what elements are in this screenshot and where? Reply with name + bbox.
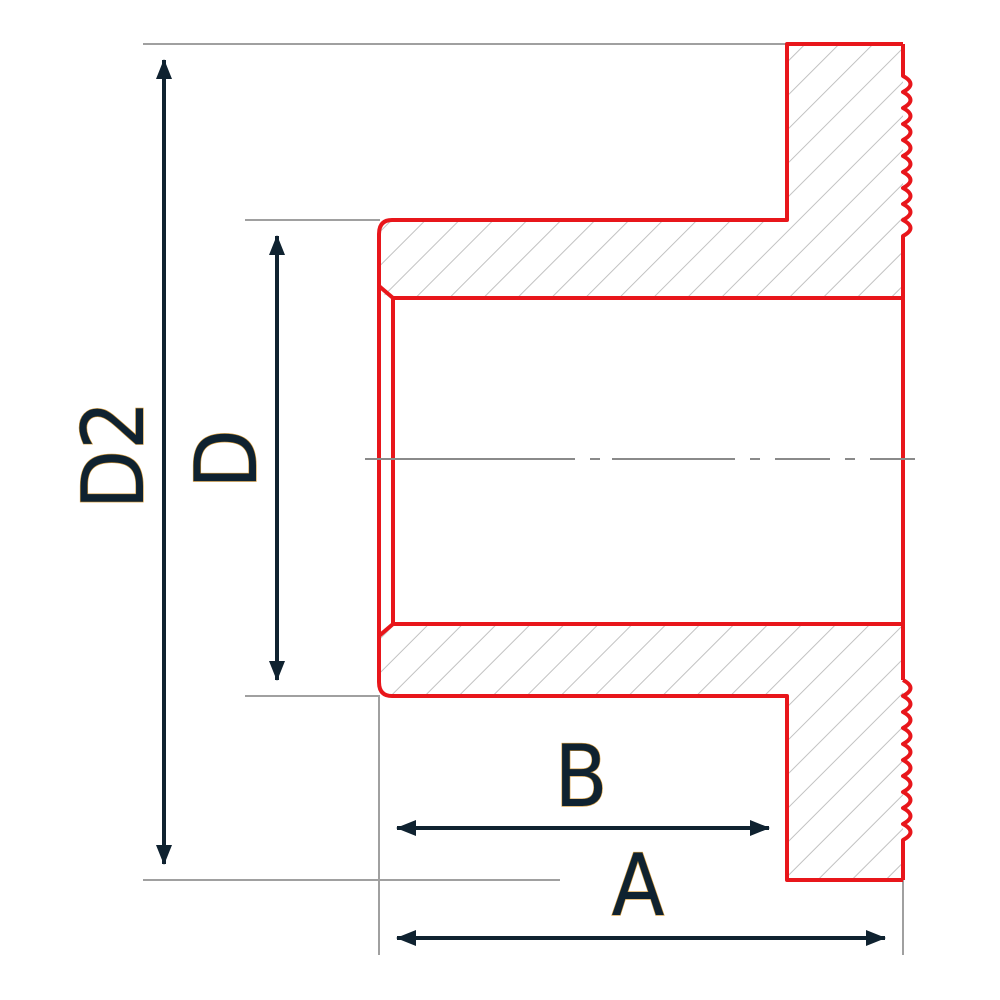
label-d: D [177, 429, 277, 489]
dimension-lines [156, 59, 886, 946]
chamfer-bottom [377, 622, 395, 638]
chamfer-top [377, 284, 395, 300]
label-d2: D2 [64, 401, 164, 510]
hatched-section-top [379, 44, 903, 298]
hatched-section-bottom [379, 624, 903, 880]
extension-lines [143, 43, 904, 955]
thread-top [901, 44, 913, 240]
label-a: A [612, 836, 665, 936]
thread-bottom [901, 678, 913, 880]
label-b: B [554, 727, 607, 827]
